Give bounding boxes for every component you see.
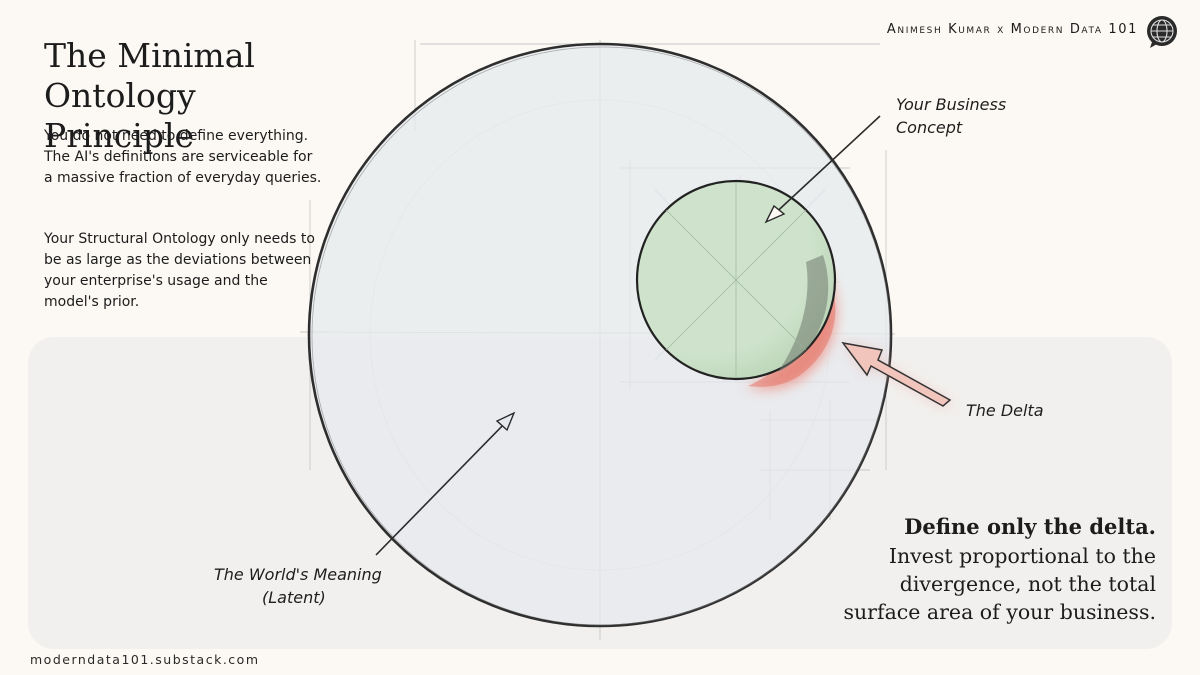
takeaway-headline: Define only the delta. (904, 514, 1156, 539)
delta-arrow (841, 341, 952, 408)
page-title: The Minimal Ontology Principle (44, 36, 255, 155)
globe-chat-icon (1147, 16, 1177, 48)
author-credit: Animesh Kumar x Modern Data 101 (886, 22, 1138, 37)
world-meaning-label-1: The World's Meaning (214, 565, 382, 584)
delta-label: The Delta (966, 401, 1044, 420)
world-meaning-arrow (375, 411, 516, 556)
footer-url: moderndata101.substack.com (30, 652, 260, 667)
takeaway-line-3: surface area of your business. (843, 600, 1156, 624)
takeaway-block: Define only the delta. Invest proportion… (736, 512, 1156, 626)
business-concept-label-2: Concept (896, 118, 963, 137)
intro-paragraph-2: Your Structural Ontology only needs to b… (44, 231, 315, 310)
business-concept-label-1: Your Business (896, 95, 1006, 114)
intro-paragraph-1: You do not need to define everything. Th… (44, 128, 322, 186)
world-meaning-label-2: (Latent) (262, 588, 326, 607)
business-concept-arrow (764, 115, 881, 224)
takeaway-line-1: Invest proportional to the (888, 544, 1156, 568)
takeaway-line-2: divergence, not the total (899, 572, 1156, 596)
